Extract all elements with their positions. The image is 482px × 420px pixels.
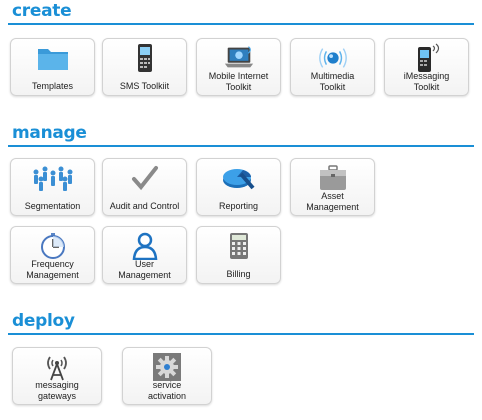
tile-multimedia-toolkit[interactable]: Multimedia Toolkit [290, 38, 375, 96]
section-title-manage: manage [12, 123, 87, 143]
tile-label: Frequency Management [26, 259, 79, 280]
tile-mobile-internet-toolkit[interactable]: Mobile Internet Toolkit [196, 38, 281, 96]
tile-label: Mobile Internet Toolkit [208, 71, 269, 92]
smartphone-signal-icon [411, 43, 443, 72]
pie-chart-icon [219, 164, 259, 192]
tile-messaging-gateways[interactable]: messaging gateways [12, 347, 102, 405]
calculator-icon [223, 232, 255, 260]
user-icon [129, 232, 161, 260]
tile-service-activation[interactable]: service activation [122, 347, 212, 405]
briefcase-icon [317, 164, 349, 192]
tile-billing[interactable]: Billing [196, 226, 281, 284]
section-divider-deploy [8, 333, 474, 335]
section-divider-manage [8, 145, 474, 147]
tile-segmentation[interactable]: Segmentation [10, 158, 95, 216]
section-divider-create [8, 23, 474, 25]
tile-imessaging-toolkit[interactable]: iMessaging Toolkit [384, 38, 469, 96]
tile-label: Templates [31, 81, 74, 91]
tile-label: Audit and Control [109, 201, 180, 211]
tile-templates[interactable]: Templates [10, 38, 95, 96]
folder-icon [37, 44, 69, 72]
stopwatch-icon [37, 232, 69, 260]
tile-reporting[interactable]: Reporting [196, 158, 281, 216]
globe-broadcast-icon [317, 44, 349, 72]
tile-sms-toolkit[interactable]: SMS Toolkiit [102, 38, 187, 96]
mobile-phone-icon [129, 44, 161, 72]
tile-frequency-management[interactable]: Frequency Management [10, 226, 95, 284]
tile-label: Multimedia Toolkit [310, 71, 355, 92]
tile-label: service activation [147, 380, 187, 401]
tile-label: SMS Toolkiit [119, 81, 170, 91]
tile-label: Segmentation [24, 201, 81, 211]
tile-label: User Management [118, 259, 171, 280]
section-title-deploy: deploy [12, 311, 75, 331]
tile-label: Asset Management [306, 191, 359, 212]
tile-user-management[interactable]: User Management [102, 226, 187, 284]
tile-audit-and-control[interactable]: Audit and Control [102, 158, 187, 216]
section-title-create: create [12, 1, 72, 21]
laptop-internet-icon [223, 44, 255, 72]
tile-label: Billing [226, 269, 251, 279]
checkmark-icon [129, 164, 161, 192]
tile-label: Reporting [218, 201, 259, 211]
tile-label: iMessaging Toolkit [403, 71, 450, 92]
gear-icon [151, 353, 183, 381]
tile-label: messaging gateways [35, 380, 79, 401]
antenna-tower-icon [41, 353, 73, 381]
tile-asset-management[interactable]: Asset Management [290, 158, 375, 216]
people-group-icon [28, 164, 78, 192]
